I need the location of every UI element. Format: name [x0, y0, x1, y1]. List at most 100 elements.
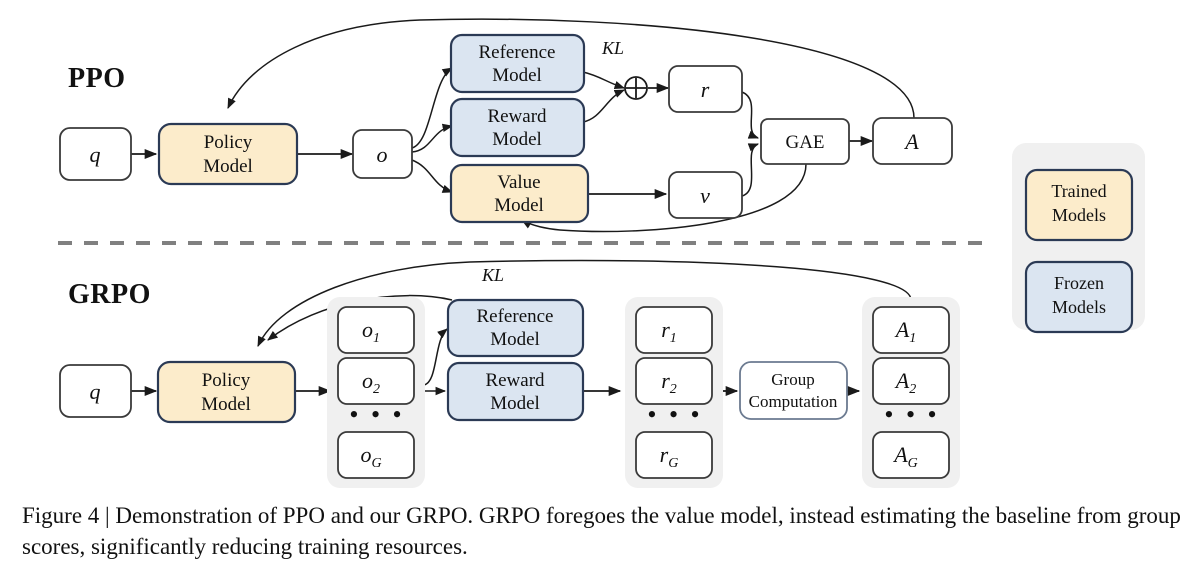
- grpo-output-3-base: o: [360, 442, 371, 467]
- grpo-advantage-item-3: AG: [872, 431, 950, 479]
- ppo-reference-label-2: Model: [492, 65, 542, 86]
- figure-caption: Figure 4 | Demonstration of PPO and our …: [22, 503, 1181, 560]
- ppo-node-policy-model: Policy Model: [157, 122, 299, 186]
- edge-grpo-outputs-to-reference: [423, 328, 448, 386]
- grpo-output-item-1: o1: [337, 306, 415, 354]
- grpo-advantage-2-sub: 2: [909, 382, 916, 397]
- grpo-advantage-1-base: A: [894, 317, 910, 342]
- edge-ppo-gae-to-value-feedback: [521, 163, 807, 233]
- edge-ppo-reference-to-plus: [582, 71, 625, 89]
- grpo-heading: GRPO: [68, 279, 151, 310]
- grpo-advantage-1-sub: 1: [909, 331, 916, 346]
- grpo-policy-label-2: Model: [201, 394, 251, 415]
- ppo-reference-label-1: Reference: [479, 42, 556, 63]
- legend-frozen-label-1: Frozen: [1054, 273, 1104, 293]
- ppo-gae-label: GAE: [785, 132, 824, 153]
- grpo-reward-item-2: r2: [635, 357, 713, 405]
- svg-text:oG: oG: [360, 442, 381, 471]
- grpo-reward-label-2: Model: [490, 393, 540, 414]
- grpo-node-query: q: [59, 364, 132, 418]
- ppo-v-label: v: [700, 183, 710, 208]
- grpo-outputs-ellipsis: • • •: [349, 400, 404, 429]
- grpo-node-group-computation: Group Computation: [739, 361, 848, 420]
- ppo-reward-label-2: Model: [492, 129, 542, 150]
- grpo-kl-label: KL: [481, 265, 504, 285]
- grpo-query-label: q: [90, 379, 101, 404]
- grpo-reward-2-sub: 2: [670, 382, 677, 397]
- ppo-node-query: q: [59, 127, 132, 181]
- ppo-value-label-1: Value: [497, 172, 540, 193]
- svg-text:r2: r2: [661, 368, 677, 397]
- ppo-output-label: o: [377, 142, 388, 167]
- grpo-output-2-base: o: [362, 368, 373, 393]
- grpo-advantage-3-base: A: [892, 442, 908, 467]
- ppo-plus-operator-icon: [624, 76, 648, 100]
- ppo-heading: PPO: [68, 63, 126, 94]
- ppo-kl-label: KL: [601, 38, 624, 58]
- grpo-reward-1-base: r: [661, 317, 670, 342]
- ppo-a-label: A: [903, 129, 919, 154]
- edge-ppo-r-to-gae: [741, 91, 759, 139]
- ppo-node-output: o: [352, 129, 413, 179]
- grpo-output-3-sub: G: [371, 456, 381, 471]
- grpo-groupcomp-label-2: Computation: [749, 392, 838, 411]
- grpo-groupcomp-label-1: Group: [771, 370, 814, 389]
- grpo-output-item-2: o2: [337, 357, 415, 405]
- grpo-reward-item-1: r1: [635, 306, 713, 354]
- grpo-output-1-sub: 1: [373, 331, 380, 346]
- ppo-node-reference-model: Reference Model: [449, 33, 586, 94]
- grpo-output-item-3: oG: [337, 431, 415, 479]
- svg-text:AG: AG: [892, 442, 918, 471]
- legend-item-trained: Trained Models: [1024, 168, 1134, 242]
- grpo-advantages-ellipsis: • • •: [884, 400, 939, 429]
- grpo-reward-2-base: r: [661, 368, 670, 393]
- legend-frozen-label-2: Models: [1052, 297, 1106, 317]
- svg-text:rG: rG: [660, 442, 679, 471]
- legend-item-frozen: Frozen Models: [1024, 260, 1134, 334]
- ppo-reward-label-1: Reward: [487, 106, 547, 127]
- legend-trained-label-2: Models: [1052, 205, 1106, 225]
- grpo-advantage-item-1: A1: [872, 306, 950, 354]
- ppo-node-value-signal: v: [668, 171, 743, 219]
- svg-text:o1: o1: [362, 317, 380, 346]
- edge-ppo-a-to-policy-feedback: [227, 18, 915, 119]
- edge-grpo-advantages-to-policy-feedback: [257, 259, 912, 347]
- grpo-output-2-sub: 2: [373, 382, 380, 397]
- ppo-node-advantage: A: [872, 117, 953, 165]
- grpo-reward-3-sub: G: [668, 456, 678, 471]
- grpo-reward-item-3: rG: [635, 431, 713, 479]
- svg-text:o2: o2: [362, 368, 380, 397]
- edge-ppo-v-to-gae: [741, 143, 759, 197]
- grpo-advantage-3-sub: G: [908, 456, 918, 471]
- edge-ppo-o-to-value: [411, 159, 453, 193]
- ppo-policy-label-2: Model: [203, 156, 253, 177]
- grpo-reference-label-1: Reference: [477, 306, 554, 327]
- ppo-r-label: r: [701, 77, 710, 102]
- ppo-node-reward-signal: r: [668, 65, 743, 113]
- grpo-node-policy-model: Policy Model: [156, 360, 297, 424]
- grpo-reference-label-2: Model: [490, 329, 540, 350]
- grpo-reward-1-sub: 1: [670, 331, 677, 346]
- edge-ppo-o-to-reward: [411, 123, 454, 153]
- grpo-rewards-ellipsis: • • •: [647, 400, 702, 429]
- ppo-policy-label-1: Policy: [204, 132, 253, 153]
- grpo-node-reference-model: Reference Model: [446, 298, 585, 358]
- ppo-node-reward-model: Reward Model: [449, 97, 586, 158]
- svg-text:A2: A2: [894, 368, 916, 397]
- edge-ppo-reward-to-plus: [582, 89, 625, 123]
- legend-trained-label-1: Trained: [1051, 181, 1106, 201]
- svg-text:A1: A1: [894, 317, 916, 346]
- grpo-advantage-item-2: A2: [872, 357, 950, 405]
- grpo-node-reward-model: Reward Model: [446, 361, 585, 422]
- edge-ppo-o-to-reference: [411, 67, 453, 149]
- ppo-value-label-2: Model: [494, 195, 544, 216]
- grpo-advantage-2-base: A: [894, 368, 910, 393]
- ppo-node-value-model: Value Model: [449, 163, 590, 224]
- ppo-query-label: q: [90, 142, 101, 167]
- svg-text:r1: r1: [661, 317, 677, 346]
- ppo-node-gae: GAE: [760, 118, 850, 165]
- grpo-policy-label-1: Policy: [202, 370, 251, 391]
- grpo-reward-3-base: r: [660, 442, 669, 467]
